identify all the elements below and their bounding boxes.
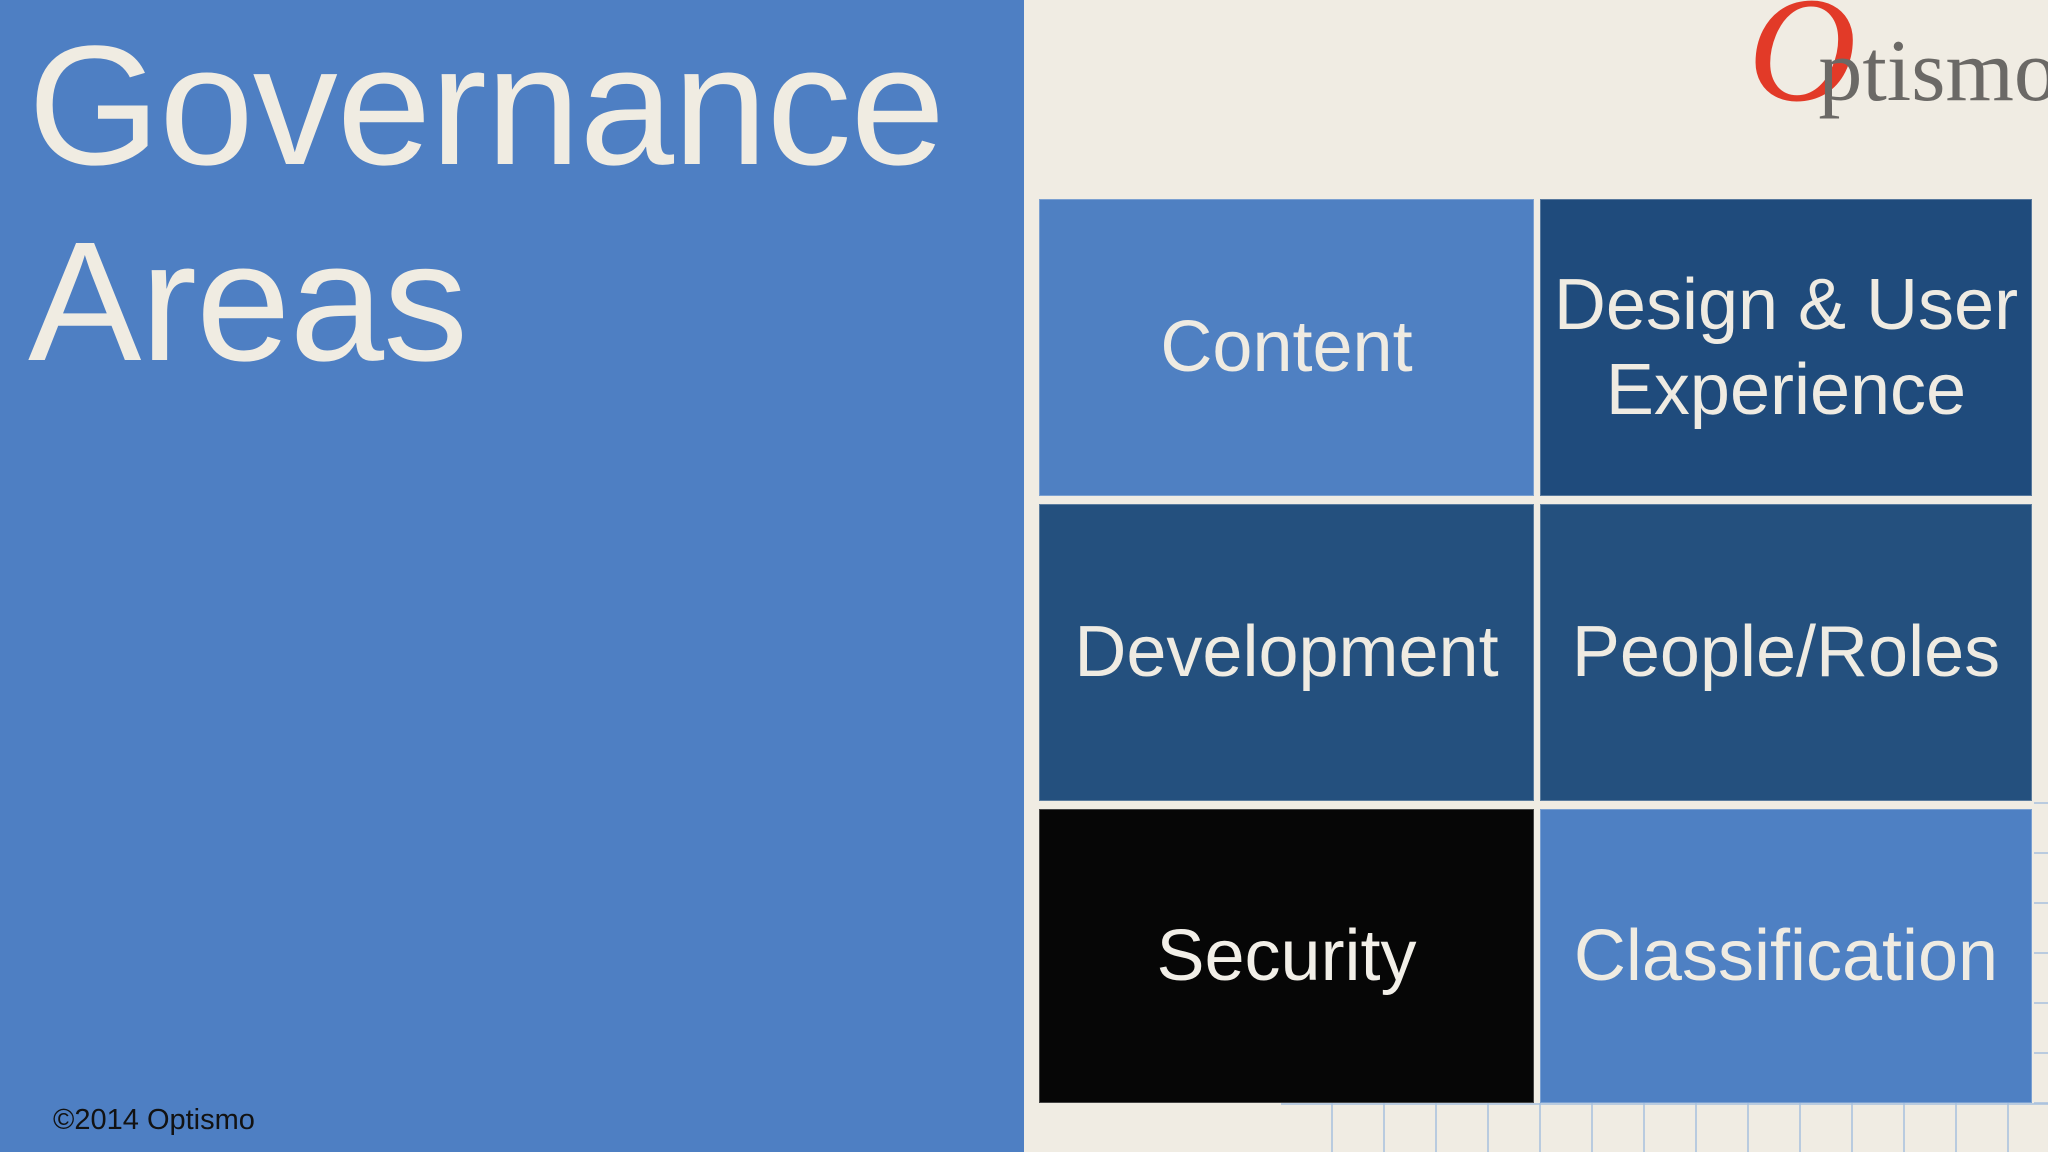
left-title-panel: Governance Areas ©2014 Optismo — [0, 0, 1024, 1152]
tile-people-roles: People/Roles — [1540, 504, 2032, 801]
copyright-text: ©2014 Optismo — [53, 1104, 255, 1136]
tile-label: Design & User Experience — [1553, 264, 2019, 430]
slide-title-line2: Areas — [28, 207, 468, 398]
logo-wordmark-text: ptismo — [1818, 23, 2048, 120]
logo-initial-letter: O — [1748, 0, 1857, 133]
tile-label: People/Roles — [1571, 612, 2001, 693]
tile-design-user-experience: Design & User Experience — [1540, 199, 2032, 496]
watermark-grid-bottom — [1281, 1103, 2048, 1152]
tile-classification: Classification — [1540, 809, 2032, 1103]
tile-label: Development — [1074, 612, 1499, 693]
slide-title: Governance Areas — [28, 8, 945, 401]
optismo-logo: Optismo — [1748, 0, 2048, 171]
governance-areas-grid: Content Design & User Experience Develop… — [1039, 199, 2032, 1103]
tile-security: Security — [1039, 809, 1534, 1103]
tile-content: Content — [1039, 199, 1534, 496]
tile-label: Classification — [1573, 915, 1999, 996]
tile-label: Security — [1156, 915, 1417, 996]
slide-title-line1: Governance — [28, 11, 945, 201]
tile-development: Development — [1039, 504, 1534, 801]
tile-label: Content — [1160, 307, 1413, 388]
watermark-grid-right — [2034, 758, 2048, 1152]
